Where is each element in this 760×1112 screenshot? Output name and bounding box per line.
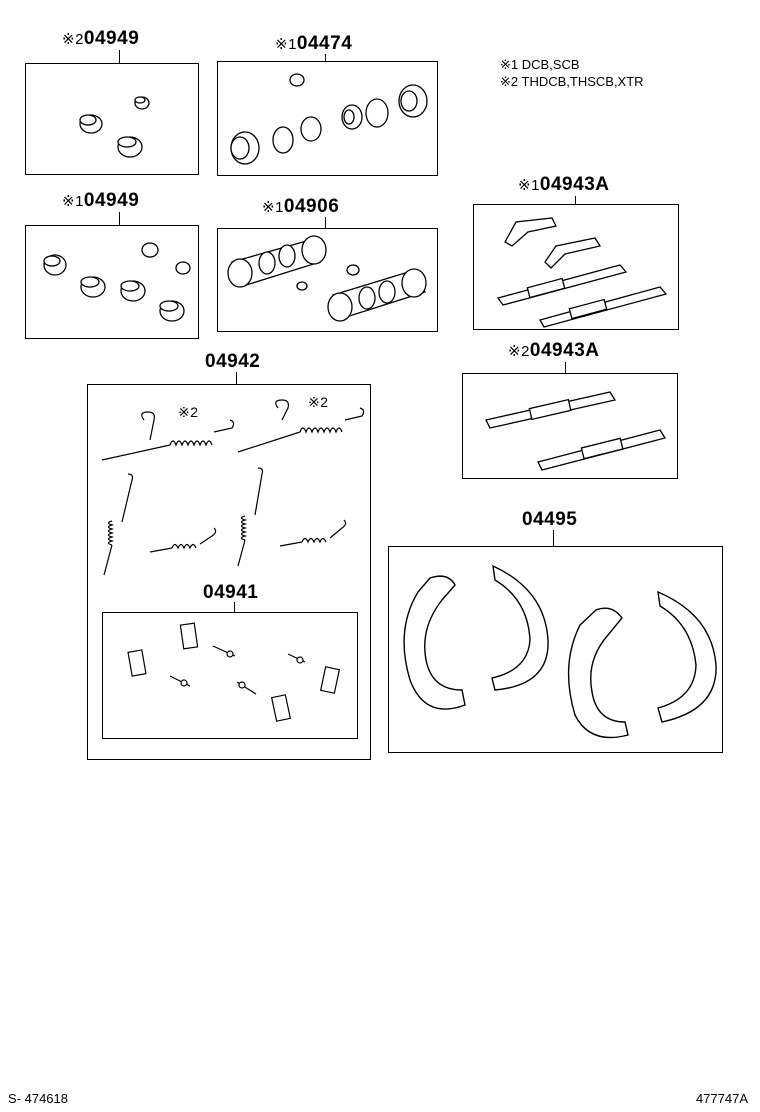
wheel-cylinder-icon: [227, 235, 427, 322]
part-box-04906[interactable]: [217, 228, 438, 332]
leader-line: [234, 602, 235, 612]
cup-seal-icon: [43, 242, 191, 322]
adjuster-icon: [485, 391, 667, 471]
leader-line: [236, 372, 237, 384]
hold-down-clip-icon: [127, 622, 341, 722]
part-box-04949-b[interactable]: [25, 225, 199, 339]
legend: ※1 DCB,SCB ※2 THDCB,THSCB,XTR: [500, 56, 644, 90]
part-box-04495[interactable]: [388, 546, 723, 753]
footer-left-code: S- 474618: [8, 1091, 68, 1106]
part-label-04949-a[interactable]: ※204949: [62, 28, 140, 49]
leader-line: [575, 196, 576, 204]
leader-line: [119, 50, 120, 63]
part-box-04941[interactable]: [102, 612, 358, 739]
callout-spring-left: ※2: [178, 404, 199, 420]
leader-line: [325, 54, 326, 61]
part-label-04941[interactable]: 04941: [203, 582, 259, 603]
wheel-cylinder-parts-icon: [230, 73, 428, 165]
part-box-04949-a[interactable]: [25, 63, 199, 175]
callout-spring-right: ※2: [308, 394, 329, 410]
part-label-04474[interactable]: ※104474: [275, 33, 353, 54]
adjuster-lever-icon: [496, 217, 668, 328]
part-label-04943a-dcb[interactable]: ※104943A: [518, 174, 610, 195]
cup-seal-icon: [79, 96, 150, 158]
legend-note-1: ※1 DCB,SCB: [500, 57, 580, 72]
part-label-04495[interactable]: 04495: [522, 509, 578, 530]
footer-right-code: 477747A: [695, 1091, 748, 1106]
leader-line: [565, 362, 566, 373]
part-label-04906[interactable]: ※104906: [262, 196, 340, 217]
legend-note-2: ※2 THDCB,THSCB,XTR: [500, 74, 644, 89]
leader-line: [119, 212, 120, 225]
leader-line: [325, 217, 326, 228]
part-box-04474[interactable]: [217, 61, 438, 176]
leader-line: [553, 530, 554, 546]
spring-icon: [101, 399, 365, 576]
part-label-04943a-thdcb[interactable]: ※204943A: [508, 340, 600, 361]
part-box-04942[interactable]: [87, 384, 371, 760]
part-label-04942[interactable]: 04942: [205, 351, 261, 372]
part-box-04943a-dcb[interactable]: [473, 204, 679, 330]
part-label-04949-b[interactable]: ※104949: [62, 190, 140, 211]
part-box-04943a-thdcb[interactable]: [462, 373, 678, 479]
brake-shoe-icon: [403, 564, 717, 739]
